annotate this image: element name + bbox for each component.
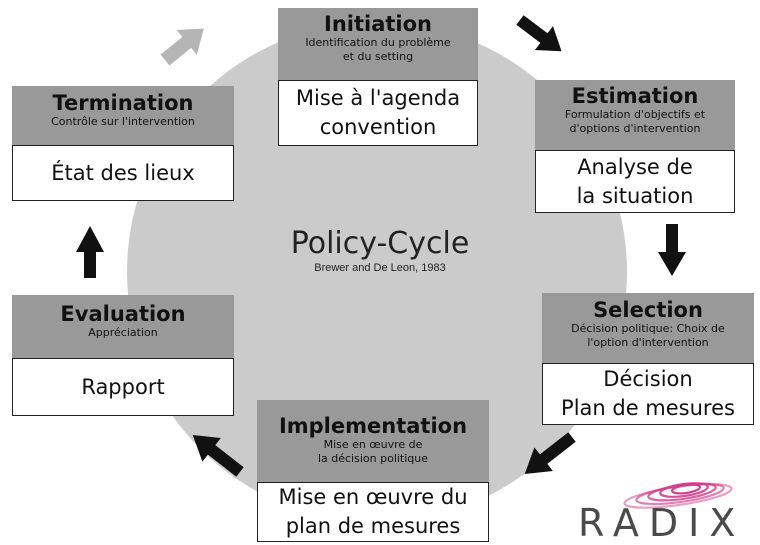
stage-termination-header: Termination Contrôle sur l'intervention	[12, 86, 234, 145]
stage-selection-subtitle: Décision politique: Choix de l'option d'…	[571, 322, 725, 349]
diagram-subtitle: Brewer and De Leon, 1983	[314, 262, 446, 274]
stage-estimation-output: Analyse de la situation	[535, 150, 735, 213]
stage-initiation-header: Initiation Identification du problème et…	[278, 8, 478, 80]
stage-implementation-header: Implementation Mise en œuvre de la décis…	[257, 400, 489, 482]
stage-evaluation-output: Rapport	[12, 358, 234, 416]
stage-termination-output: État des lieux	[12, 145, 234, 201]
stage-evaluation-name: Evaluation	[60, 302, 186, 326]
stage-evaluation-subtitle: Appréciation	[88, 326, 158, 339]
stage-evaluation: Evaluation Appréciation Rapport	[12, 295, 234, 416]
radix-logo-swirl	[623, 482, 733, 509]
stage-initiation-name: Initiation	[324, 12, 432, 36]
stage-initiation-subtitle: Identification du problème et du setting	[305, 36, 451, 63]
stage-initiation-output: Mise à l'agenda convention	[278, 80, 478, 146]
arrow-initiation-to-estimation	[516, 15, 562, 52]
diagram-title: Policy-Cycle	[290, 226, 470, 261]
stage-selection-name: Selection	[593, 298, 703, 322]
stage-selection-header: Selection Décision politique: Choix de l…	[542, 293, 754, 363]
stage-estimation-header: Estimation Formulation d'objectifs et d'…	[535, 80, 735, 150]
stage-termination-subtitle: Contrôle sur l'intervention	[51, 115, 195, 128]
stage-estimation-subtitle: Formulation d'objectifs et d'options d'i…	[564, 108, 706, 135]
stage-estimation: Estimation Formulation d'objectifs et d'…	[535, 80, 735, 213]
stage-termination: Termination Contrôle sur l'intervention …	[12, 86, 234, 201]
arrow-estimation-to-selection	[658, 224, 686, 276]
stage-implementation-subtitle: Mise en œuvre de la décision politique	[317, 438, 429, 465]
stage-evaluation-header: Evaluation Appréciation	[12, 295, 234, 358]
stage-implementation-name: Implementation	[278, 414, 468, 438]
stage-estimation-name: Estimation	[571, 84, 699, 108]
arrow-implementation-to-evaluation	[192, 435, 244, 477]
arrow-selection-to-implementation	[524, 432, 576, 474]
stage-selection-output: Décision Plan de mesures	[542, 363, 754, 425]
stage-initiation: Initiation Identification du problème et…	[278, 8, 478, 146]
arrow-evaluation-to-termination	[76, 226, 104, 278]
stage-implementation: Implementation Mise en œuvre de la décis…	[257, 400, 489, 542]
stage-termination-name: Termination	[52, 91, 194, 115]
radix-logo-text: RADIX	[578, 501, 746, 545]
arrow-termination-to-initiation	[160, 28, 204, 66]
stage-selection: Selection Décision politique: Choix de l…	[542, 293, 754, 425]
stage-implementation-output: Mise en œuvre du plan de mesures	[257, 482, 489, 542]
